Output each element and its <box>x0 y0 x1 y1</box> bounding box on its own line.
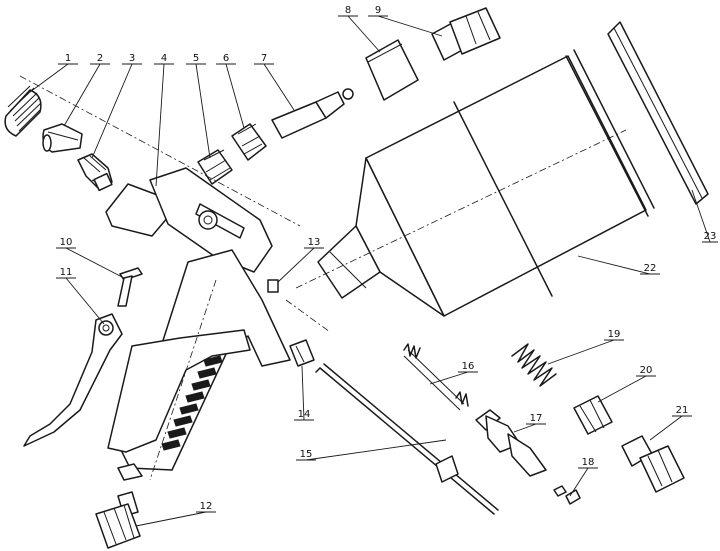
part-10-pin <box>117 267 143 307</box>
part-17-valve-stem <box>475 409 547 477</box>
label-9: 9 <box>375 5 381 16</box>
label-4: 4 <box>161 53 167 64</box>
label-5: 5 <box>193 53 199 64</box>
part-19-coil-spring <box>511 343 557 387</box>
label-18: 18 <box>582 457 595 468</box>
part-12-inlet-fitting <box>95 491 141 549</box>
label-1: 1 <box>65 53 71 64</box>
label-17: 17 <box>530 413 543 424</box>
label-10: 10 <box>60 237 73 248</box>
label-20: 20 <box>640 365 653 376</box>
part-4-gun-body <box>19 75 331 481</box>
part-7-housing <box>271 88 354 139</box>
part-2-air-cap <box>42 123 83 153</box>
label-23: 23 <box>704 231 717 242</box>
part-15-fluid-needle <box>315 363 499 515</box>
part-9-adjust-screw <box>431 7 501 61</box>
part-21-knob <box>621 435 685 493</box>
label-2: 2 <box>97 53 103 64</box>
label-15: 15 <box>300 449 313 460</box>
part-labels: 1 2 3 4 5 6 7 8 9 10 11 12 13 14 15 16 1… <box>60 5 717 512</box>
part-20-fitting <box>573 395 613 435</box>
part-8-cap-nut <box>365 39 419 101</box>
label-21: 21 <box>676 405 689 416</box>
label-7: 7 <box>261 53 267 64</box>
part-3-nozzle <box>77 153 113 192</box>
label-6: 6 <box>223 53 229 64</box>
part-22-paint-cup <box>295 49 655 317</box>
part-11-trigger <box>23 313 123 447</box>
label-3: 3 <box>129 53 135 64</box>
label-11: 11 <box>60 267 73 278</box>
label-13: 13 <box>308 237 321 248</box>
label-14: 14 <box>298 409 311 420</box>
label-22: 22 <box>644 263 657 274</box>
part-6-packing-nut <box>231 123 267 161</box>
part-16-spring <box>403 343 469 411</box>
label-16: 16 <box>462 361 475 372</box>
label-8: 8 <box>345 5 351 16</box>
part-14-valve-nut <box>289 339 315 367</box>
part-1-knurled-knob <box>4 85 42 137</box>
part-5-nut <box>197 149 233 185</box>
leader-lines <box>29 15 718 527</box>
part-18-pins <box>553 485 581 505</box>
part-13-small-nut <box>267 279 279 293</box>
label-12: 12 <box>200 501 213 512</box>
part-23-lid <box>607 21 709 205</box>
label-19: 19 <box>608 329 621 340</box>
